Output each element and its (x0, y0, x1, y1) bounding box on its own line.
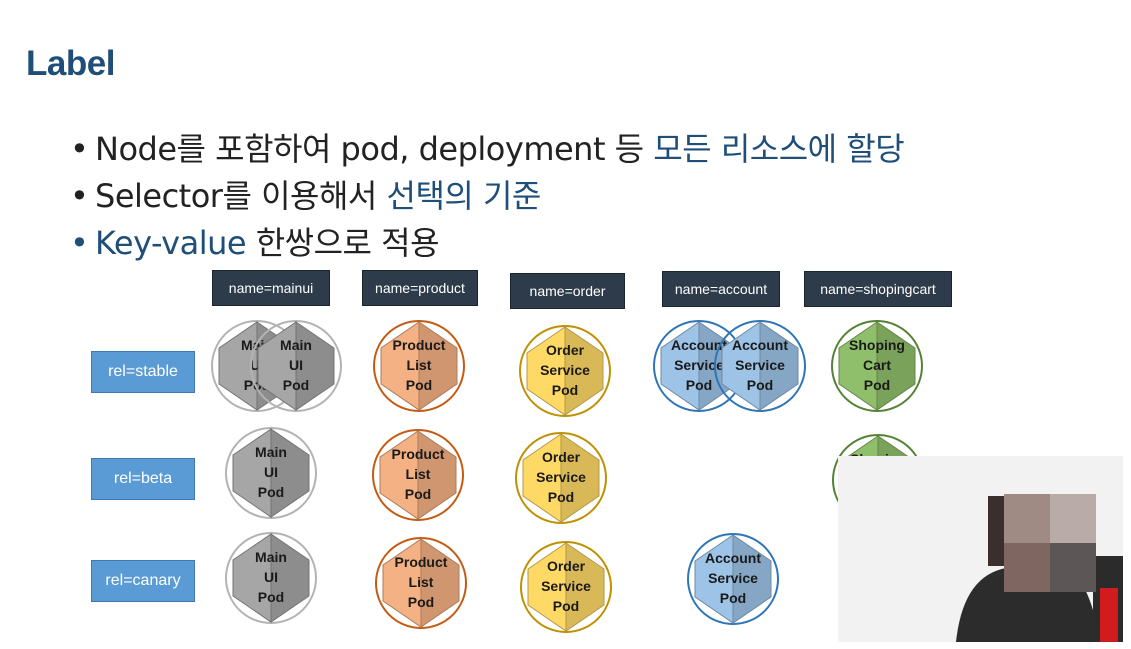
pod-label-line: Pod (258, 484, 284, 500)
pod-label-line: Shoping (849, 337, 905, 353)
pod-label-line: Main (280, 337, 312, 353)
pod-label-line: Account (705, 550, 761, 566)
pod-label-line: Order (546, 342, 585, 358)
pod-label-line: Pod (864, 377, 890, 393)
pod-label-line: Order (542, 449, 581, 465)
pod-label-line: Main (255, 444, 287, 460)
pod-label-line: Service (541, 578, 591, 594)
pod-label-line: Service (540, 362, 590, 378)
pod-label-line: List (406, 466, 431, 482)
pod-label-line: Service (674, 357, 724, 373)
pod-label-line: Order (547, 558, 586, 574)
pod-label-line: Product (393, 337, 446, 353)
pod-label-line: Service (708, 570, 758, 586)
pod-label-line: Cart (863, 357, 891, 373)
pod-label-line: UI (264, 464, 278, 480)
pod-label-line: Pod (747, 377, 773, 393)
pod-label-line: Pod (548, 489, 574, 505)
pod-label-line: Account (732, 337, 788, 353)
pod-label-line: Product (395, 554, 448, 570)
pod-label-line: Pod (720, 590, 746, 606)
pod-label-line: Pod (405, 486, 431, 502)
pod-label-line: Main (255, 549, 287, 565)
pod-label-line: List (409, 574, 434, 590)
pod-label-line: Pod (553, 598, 579, 614)
pod-label-line: Pod (258, 589, 284, 605)
pod-label-line: UI (264, 569, 278, 585)
red-object (1100, 588, 1118, 642)
presenter-image (838, 456, 1123, 642)
presenter-webcam (838, 456, 1123, 642)
pod-label-line: Service (735, 357, 785, 373)
pod-label-line: Service (536, 469, 586, 485)
pod-label-line: Product (392, 446, 445, 462)
pod-label-line: Pod (408, 594, 434, 610)
pod-label-line: Account (671, 337, 727, 353)
pod-label-line: Pod (686, 377, 712, 393)
pod-label-line: List (407, 357, 432, 373)
pod-label-line: Pod (406, 377, 432, 393)
pod-label-line: Pod (283, 377, 309, 393)
pod-label-line: UI (289, 357, 303, 373)
pod-label-line: Pod (552, 382, 578, 398)
